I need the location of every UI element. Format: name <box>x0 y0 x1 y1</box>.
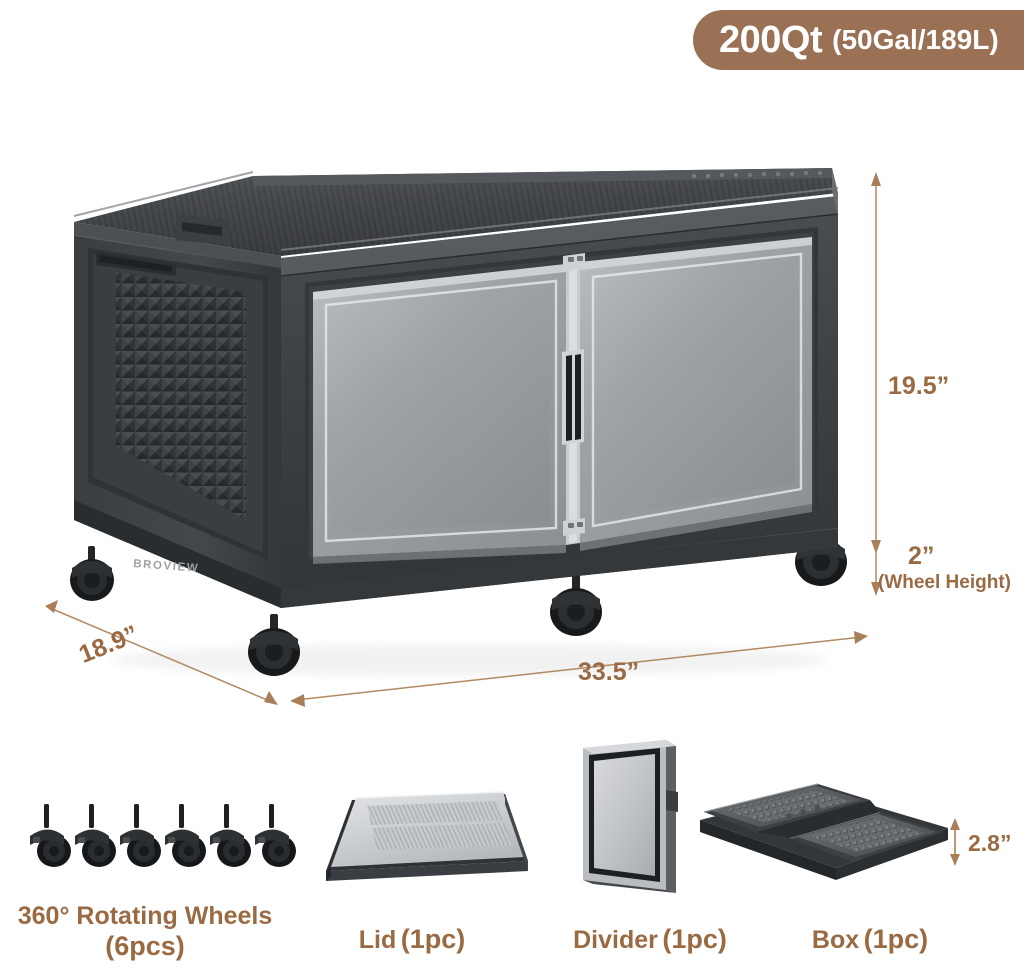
dimension-box-thickness-label: 2.8” <box>968 830 1012 856</box>
capacity-alt-value: (50Gal/189L) <box>832 24 999 55</box>
dimension-height-label: 19.5” <box>888 372 950 400</box>
capacity-banner: 200Qt (50Gal/189L) <box>693 10 1024 70</box>
caption-lid: Lid (1pc) <box>272 924 552 955</box>
accessory-lid <box>326 791 528 881</box>
capacity-value: 200Qt <box>719 19 823 61</box>
door-right <box>580 237 812 551</box>
dimension-wheel-height-label: 2” <box>908 542 935 570</box>
caption-divider: Divider (1pc) <box>500 924 800 955</box>
accessory-box <box>700 783 960 880</box>
caption-wheels-label: 360° Rotating Wheels <box>17 902 273 930</box>
dimension-length-label: 33.5” <box>578 658 640 686</box>
dimension-wheel-height-note: (Wheel Height) <box>878 572 1011 593</box>
door-handle-assembly <box>562 253 585 545</box>
product-lid <box>73 168 839 268</box>
dimension-lines <box>45 172 881 707</box>
caption-divider-label: Divider <box>573 926 658 954</box>
caption-wheels: 360° Rotating Wheels (6pcs) <box>0 902 290 962</box>
door-left <box>313 264 566 564</box>
caption-lid-label: Lid <box>358 926 397 954</box>
caption-box-label: Box <box>811 926 860 954</box>
caption-box-count: (1pc) <box>863 924 929 954</box>
caption-wheels-count: (6pcs) <box>105 930 185 961</box>
product-casters <box>70 524 847 676</box>
caption-divider-count: (1pc) <box>662 924 727 954</box>
product-main-box: BROVIEW <box>70 168 847 676</box>
accessory-wheels <box>30 804 296 867</box>
caption-box: Box (1pc) <box>745 924 995 955</box>
side-texture-panel <box>116 272 246 520</box>
accessory-divider <box>583 740 678 893</box>
caption-lid-count: (1pc) <box>400 924 466 954</box>
brand-logo: BROVIEW <box>133 558 200 575</box>
